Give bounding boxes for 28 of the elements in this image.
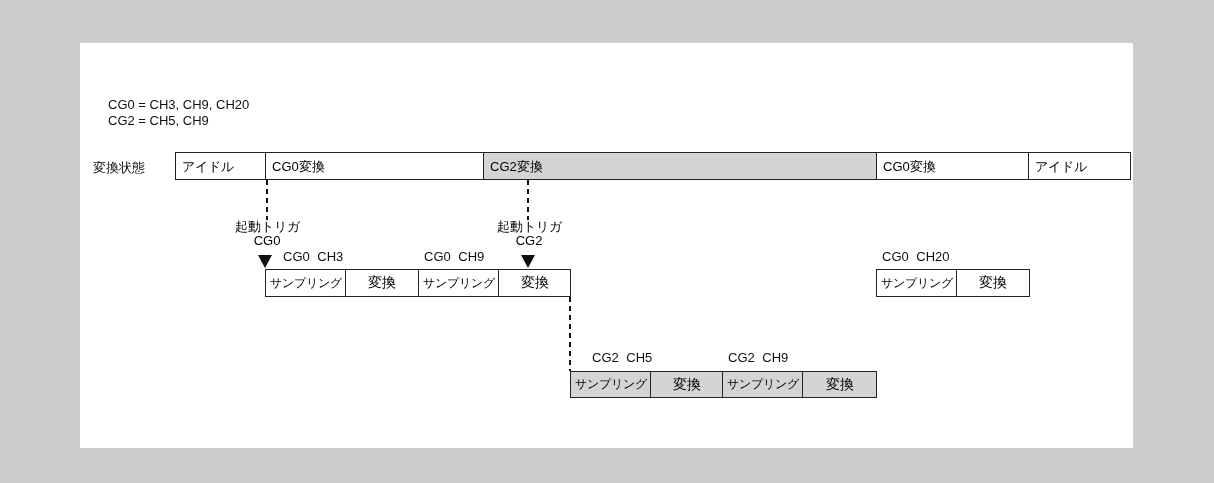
- sampling-cell: サンプリング: [876, 269, 957, 297]
- state-segment: アイドル: [1028, 152, 1131, 180]
- dashed-line: [569, 296, 571, 372]
- dashed-line: [527, 179, 529, 221]
- channel-label: CG0 CH9: [424, 249, 485, 264]
- state-segment: CG0変換: [876, 152, 1029, 180]
- dashed-line: [266, 179, 268, 221]
- state-segment: CG0変換: [265, 152, 484, 180]
- channel-label: CG0 CH20: [882, 249, 950, 264]
- trigger-label: 起動トリガ CG2: [490, 220, 568, 248]
- definition-text: CG0 = CH3, CH9, CH20: [108, 97, 250, 112]
- conversion-cell: 変換: [345, 269, 419, 297]
- sampling-cell: サンプリング: [722, 371, 803, 398]
- trigger-label: 起動トリガ CG0: [228, 220, 306, 248]
- state-segment: CG2変換: [483, 152, 877, 180]
- conversion-cell: 変換: [650, 371, 723, 398]
- sampling-cell: サンプリング: [418, 269, 499, 297]
- definition-text: CG2 = CH5, CH9: [108, 113, 209, 128]
- sampling-cell: サンプリング: [570, 371, 651, 398]
- channel-label: CG0 CH3: [283, 249, 344, 264]
- row-label: 変換状態: [93, 159, 145, 177]
- channel-label: CG2 CH5: [592, 350, 653, 365]
- conversion-cell: 変換: [498, 269, 571, 297]
- conversion-cell: 変換: [802, 371, 877, 398]
- channel-label: CG2 CH9: [728, 350, 789, 365]
- sampling-cell: サンプリング: [265, 269, 346, 297]
- state-segment: アイドル: [175, 152, 266, 180]
- conversion-cell: 変換: [956, 269, 1030, 297]
